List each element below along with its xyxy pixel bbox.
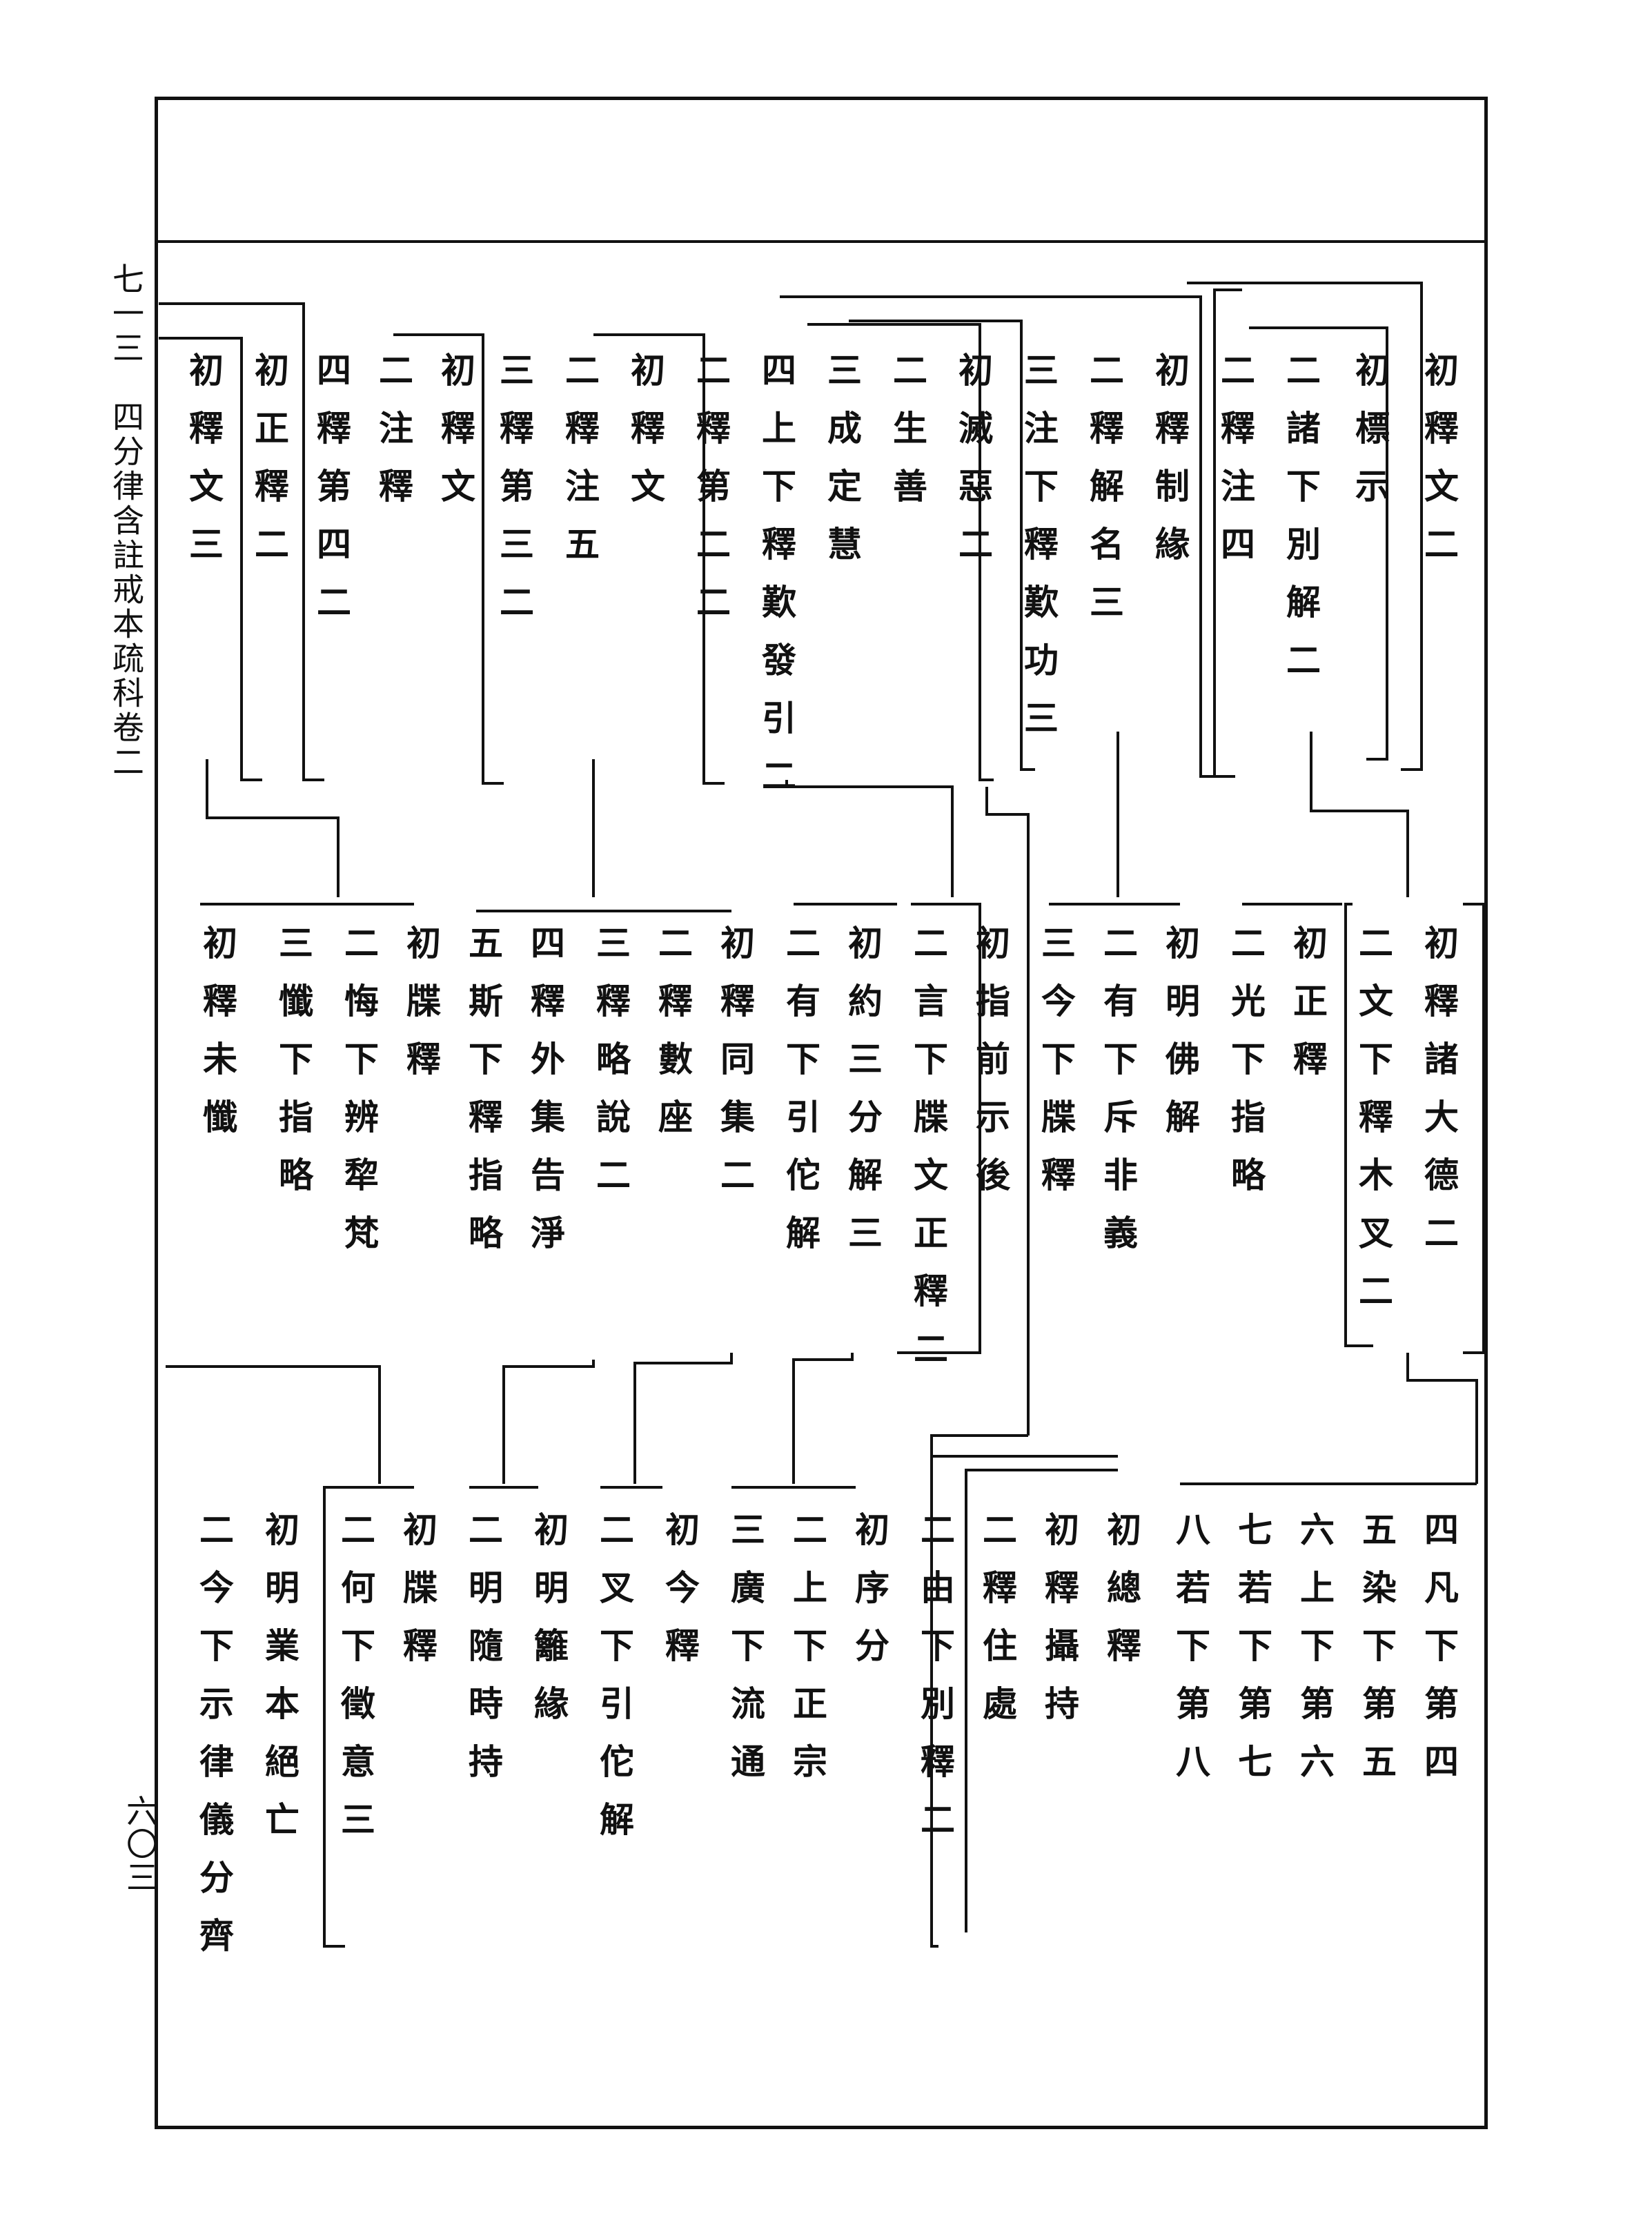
- node-row2-8: 初指前示後: [970, 925, 1011, 1215]
- node-row3-20: 二今下示律儀分齊: [194, 1511, 235, 1975]
- node-row2-3: 初正釋: [1288, 925, 1328, 1099]
- node-row3-6: 初總釋: [1101, 1511, 1142, 1685]
- node-row1-13: 初釋文: [625, 352, 666, 526]
- node-row2-5: 初明佛解: [1160, 925, 1201, 1157]
- node-row2-11: 二有下引佗解: [780, 925, 821, 1273]
- node-row2-6: 二有下斥非義: [1098, 925, 1139, 1273]
- node-row1-5: 初釋制緣: [1150, 352, 1190, 584]
- node-row3-4: 七若下第七: [1232, 1511, 1273, 1801]
- node-row1-1: 初釋文二: [1419, 352, 1459, 584]
- node-row3-13: 初今釋: [660, 1511, 700, 1685]
- node-row3-9: 二由下別釋二: [915, 1511, 956, 1859]
- header-rule: [155, 240, 1488, 243]
- node-row1-6: 二釋解名三: [1084, 352, 1125, 642]
- node-row1-2: 初標示: [1350, 352, 1390, 526]
- node-row2-18: 二悔下辨犂梵: [339, 925, 380, 1273]
- node-row2-15: 四釋外集告淨: [525, 925, 566, 1273]
- page-number: 六〇三: [121, 1794, 159, 1894]
- node-row1-15: 三釋第三二: [494, 352, 535, 642]
- page-frame: [155, 97, 1488, 2129]
- node-row2-1: 初釋諸大德二: [1419, 925, 1459, 1273]
- node-row3-12: 三廣下流通: [725, 1511, 766, 1801]
- node-row2-2: 二文下釋木叉二: [1353, 925, 1394, 1331]
- node-row2-10: 初約三分解三: [843, 925, 883, 1273]
- node-row3-10: 初序分: [849, 1511, 890, 1685]
- node-row2-20: 初釋未懺: [197, 925, 238, 1157]
- node-row2-14: 三釋略說二: [591, 925, 631, 1215]
- node-row1-14: 二釋注五: [560, 352, 600, 584]
- node-row3-5: 八若下第八: [1170, 1511, 1211, 1801]
- node-row3-1: 四凡下第四: [1419, 1511, 1459, 1801]
- node-row2-19: 三懺下指略: [273, 925, 314, 1215]
- node-row1-18: 四釋第四二: [311, 352, 352, 642]
- node-row3-7: 初釋攝持: [1039, 1511, 1080, 1743]
- node-row1-20: 初釋文三: [184, 352, 224, 584]
- node-row1-10: 三成定慧: [822, 352, 863, 584]
- node-row3-3: 六上下第六: [1295, 1511, 1335, 1801]
- node-row1-8: 初滅惡二: [953, 352, 994, 584]
- node-row1-4: 二釋注四: [1215, 352, 1256, 584]
- node-row1-11: 四上下釋歎發引二: [756, 352, 797, 816]
- node-row2-13: 二釋數座: [653, 925, 694, 1157]
- node-row3-19: 初明業本絕亡: [259, 1511, 300, 1859]
- node-row3-15: 初明籬緣: [529, 1511, 569, 1743]
- node-row2-17: 初牒釋: [401, 925, 442, 1099]
- node-row3-2: 五染下第五: [1357, 1511, 1397, 1801]
- node-row1-12: 二釋第二二: [691, 352, 731, 642]
- node-row2-7: 三今下牒釋: [1036, 925, 1076, 1215]
- node-row3-8: 二釋住處: [977, 1511, 1018, 1743]
- node-row1-17: 二注釋: [373, 352, 414, 526]
- node-row1-19: 初正釋二: [249, 352, 290, 584]
- node-row3-17: 初牒釋: [397, 1511, 438, 1685]
- node-row1-3: 二諸下別解二: [1281, 352, 1321, 700]
- node-row1-7: 三注下釋歎功三: [1019, 352, 1059, 758]
- node-row2-16: 五斯下釋指略: [463, 925, 504, 1273]
- node-row1-9: 二生善: [887, 352, 928, 526]
- running-header: 七一三 四分律含註戒本疏科卷二: [108, 262, 145, 780]
- node-row2-12: 初釋同集二: [715, 925, 756, 1215]
- node-row3-18: 二何下徵意三: [335, 1511, 376, 1859]
- node-row2-4: 二光下指略: [1226, 925, 1266, 1215]
- node-row1-16: 初釋文: [435, 352, 476, 526]
- node-row2-9: 二言下牒文正釋二: [908, 925, 949, 1389]
- node-row3-14: 二叉下引佗解: [594, 1511, 635, 1859]
- node-row3-16: 二明隨時持: [463, 1511, 504, 1801]
- node-row3-11: 二上下正宗: [787, 1511, 828, 1801]
